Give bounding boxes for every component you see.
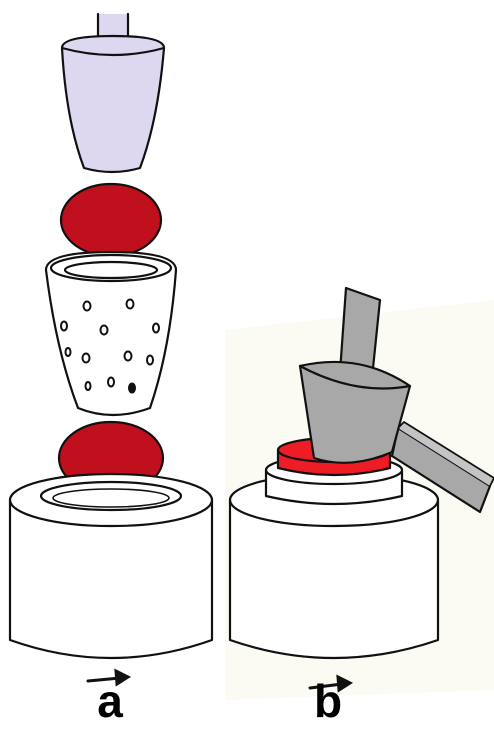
press-head bbox=[300, 362, 410, 463]
panel-a bbox=[10, 14, 212, 658]
panel-label-b: b bbox=[298, 678, 358, 724]
upper-plunger bbox=[62, 36, 164, 172]
panel-label-a: a bbox=[80, 678, 140, 724]
upper-sample bbox=[61, 184, 161, 256]
base-recess-inner bbox=[53, 489, 169, 507]
die-inner-rim bbox=[65, 262, 157, 278]
